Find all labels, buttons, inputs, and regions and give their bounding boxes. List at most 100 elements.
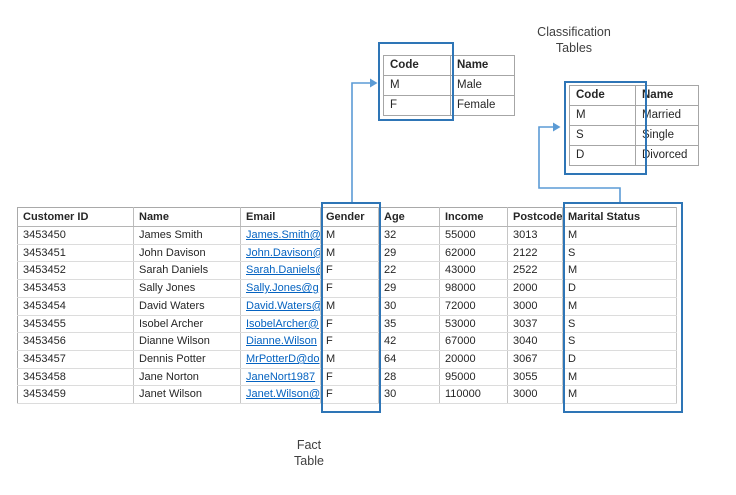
email-link[interactable]: Janet.Wilson@ <box>246 388 321 401</box>
table-cell: 3453451 <box>17 244 134 263</box>
classification-tables-label-line1: Classification <box>537 25 611 39</box>
table-cell: 64 <box>378 350 440 369</box>
table-cell: 3453452 <box>17 261 134 281</box>
email-link[interactable]: IsobelArcher@ <box>246 317 319 330</box>
column-header: Income <box>439 207 508 227</box>
table-cell: David Waters <box>133 297 241 316</box>
table-cell: 55000 <box>439 226 508 245</box>
gender-connector-line <box>351 82 370 202</box>
email-link[interactable]: JaneNort1987 <box>246 370 316 383</box>
table-cell: Divorced <box>635 145 699 166</box>
table-cell: 42 <box>378 332 440 351</box>
email-link[interactable]: James.Smith@g <box>246 229 321 241</box>
table-cell: F <box>320 368 379 387</box>
table-cell: 29 <box>378 279 440 298</box>
marital-code-highlight-box <box>564 81 647 175</box>
table-cell: 53000 <box>439 315 508 334</box>
gender-code-highlight-box <box>378 42 454 121</box>
table-cell: Male <box>450 75 515 96</box>
table-cell: M <box>562 261 677 281</box>
table-cell: Married <box>635 105 699 126</box>
table-cell: 3453458 <box>17 368 134 387</box>
column-header: Gender <box>320 207 379 227</box>
column-header: Name <box>450 55 515 76</box>
email-link[interactable]: Dianne.Wilson <box>246 335 317 348</box>
table-cell: 3000 <box>507 297 563 316</box>
table-cell: F <box>320 385 379 405</box>
fact-table-label-line1: Fact <box>296 438 322 452</box>
table-cell: Sally Jones <box>133 279 241 298</box>
table-cell: S <box>562 315 677 334</box>
table-cell: M <box>562 226 677 245</box>
table-cell: Female <box>450 95 515 116</box>
column-header: Email <box>240 207 321 227</box>
table-cell: F <box>320 261 379 281</box>
table-cell: Dennis Potter <box>133 350 241 369</box>
table-cell: 29 <box>378 244 440 263</box>
fact-table-label: Fact Table <box>259 437 359 469</box>
email-link[interactable]: Sarah.Daniels@ <box>246 264 321 277</box>
table-cell: 3040 <box>507 332 563 351</box>
marital-status-column-highlight-box <box>563 202 683 413</box>
gender-column-highlight-box <box>321 202 381 413</box>
table-cell: 2122 <box>507 244 563 263</box>
table-cell: Sarah Daniels <box>133 261 241 281</box>
table-cell: David.Waters@ <box>240 297 321 316</box>
table-cell: 72000 <box>439 297 508 316</box>
table-cell: 3037 <box>507 315 563 334</box>
table-cell: 30 <box>378 297 440 316</box>
table-cell: 3453453 <box>17 279 134 298</box>
table-cell: 3453455 <box>17 315 134 334</box>
table-cell: 20000 <box>439 350 508 369</box>
table-cell: Jane Norton <box>133 368 241 387</box>
email-link[interactable]: John.Davison@ <box>246 246 321 259</box>
column-header: Marital Status <box>562 207 677 227</box>
table-cell: 35 <box>378 315 440 334</box>
column-header: Name <box>133 207 241 227</box>
gender-connector-arrowhead <box>370 78 378 88</box>
table-cell: 2000 <box>507 279 563 298</box>
marital-connector-arrowhead <box>553 122 561 132</box>
classification-tables-label-line2: Tables <box>555 41 593 55</box>
table-cell: IsobelArcher@ <box>240 315 321 334</box>
table-cell: Janet.Wilson@ <box>240 385 321 405</box>
table-cell: F <box>320 332 379 351</box>
table-cell: F <box>320 279 379 298</box>
table-cell: M <box>562 297 677 316</box>
table-cell: S <box>562 332 677 351</box>
table-cell: 62000 <box>439 244 508 263</box>
table-cell: D <box>562 350 677 369</box>
table-cell: James.Smith@g <box>240 226 321 245</box>
email-link[interactable]: David.Waters@ <box>246 299 321 312</box>
table-cell: 98000 <box>439 279 508 298</box>
email-link[interactable]: Sally.Jones@g <box>246 282 319 295</box>
table-cell: 3067 <box>507 350 563 369</box>
table-cell: Dianne.Wilson <box>240 332 321 351</box>
table-cell: 22 <box>378 261 440 281</box>
table-cell: John Davison <box>133 244 241 263</box>
table-cell: James Smith <box>133 226 241 245</box>
table-cell: 3453457 <box>17 350 134 369</box>
email-link[interactable]: MrPotterD@do <box>246 352 320 365</box>
table-cell: 110000 <box>439 385 508 405</box>
classification-tables-label: Classification Tables <box>504 24 644 56</box>
table-cell: M <box>562 385 677 405</box>
table-cell: S <box>562 244 677 263</box>
table-cell: M <box>320 226 379 245</box>
table-cell: 3453459 <box>17 385 134 405</box>
table-cell: M <box>320 244 379 263</box>
table-cell: JaneNort1987 <box>240 368 321 387</box>
